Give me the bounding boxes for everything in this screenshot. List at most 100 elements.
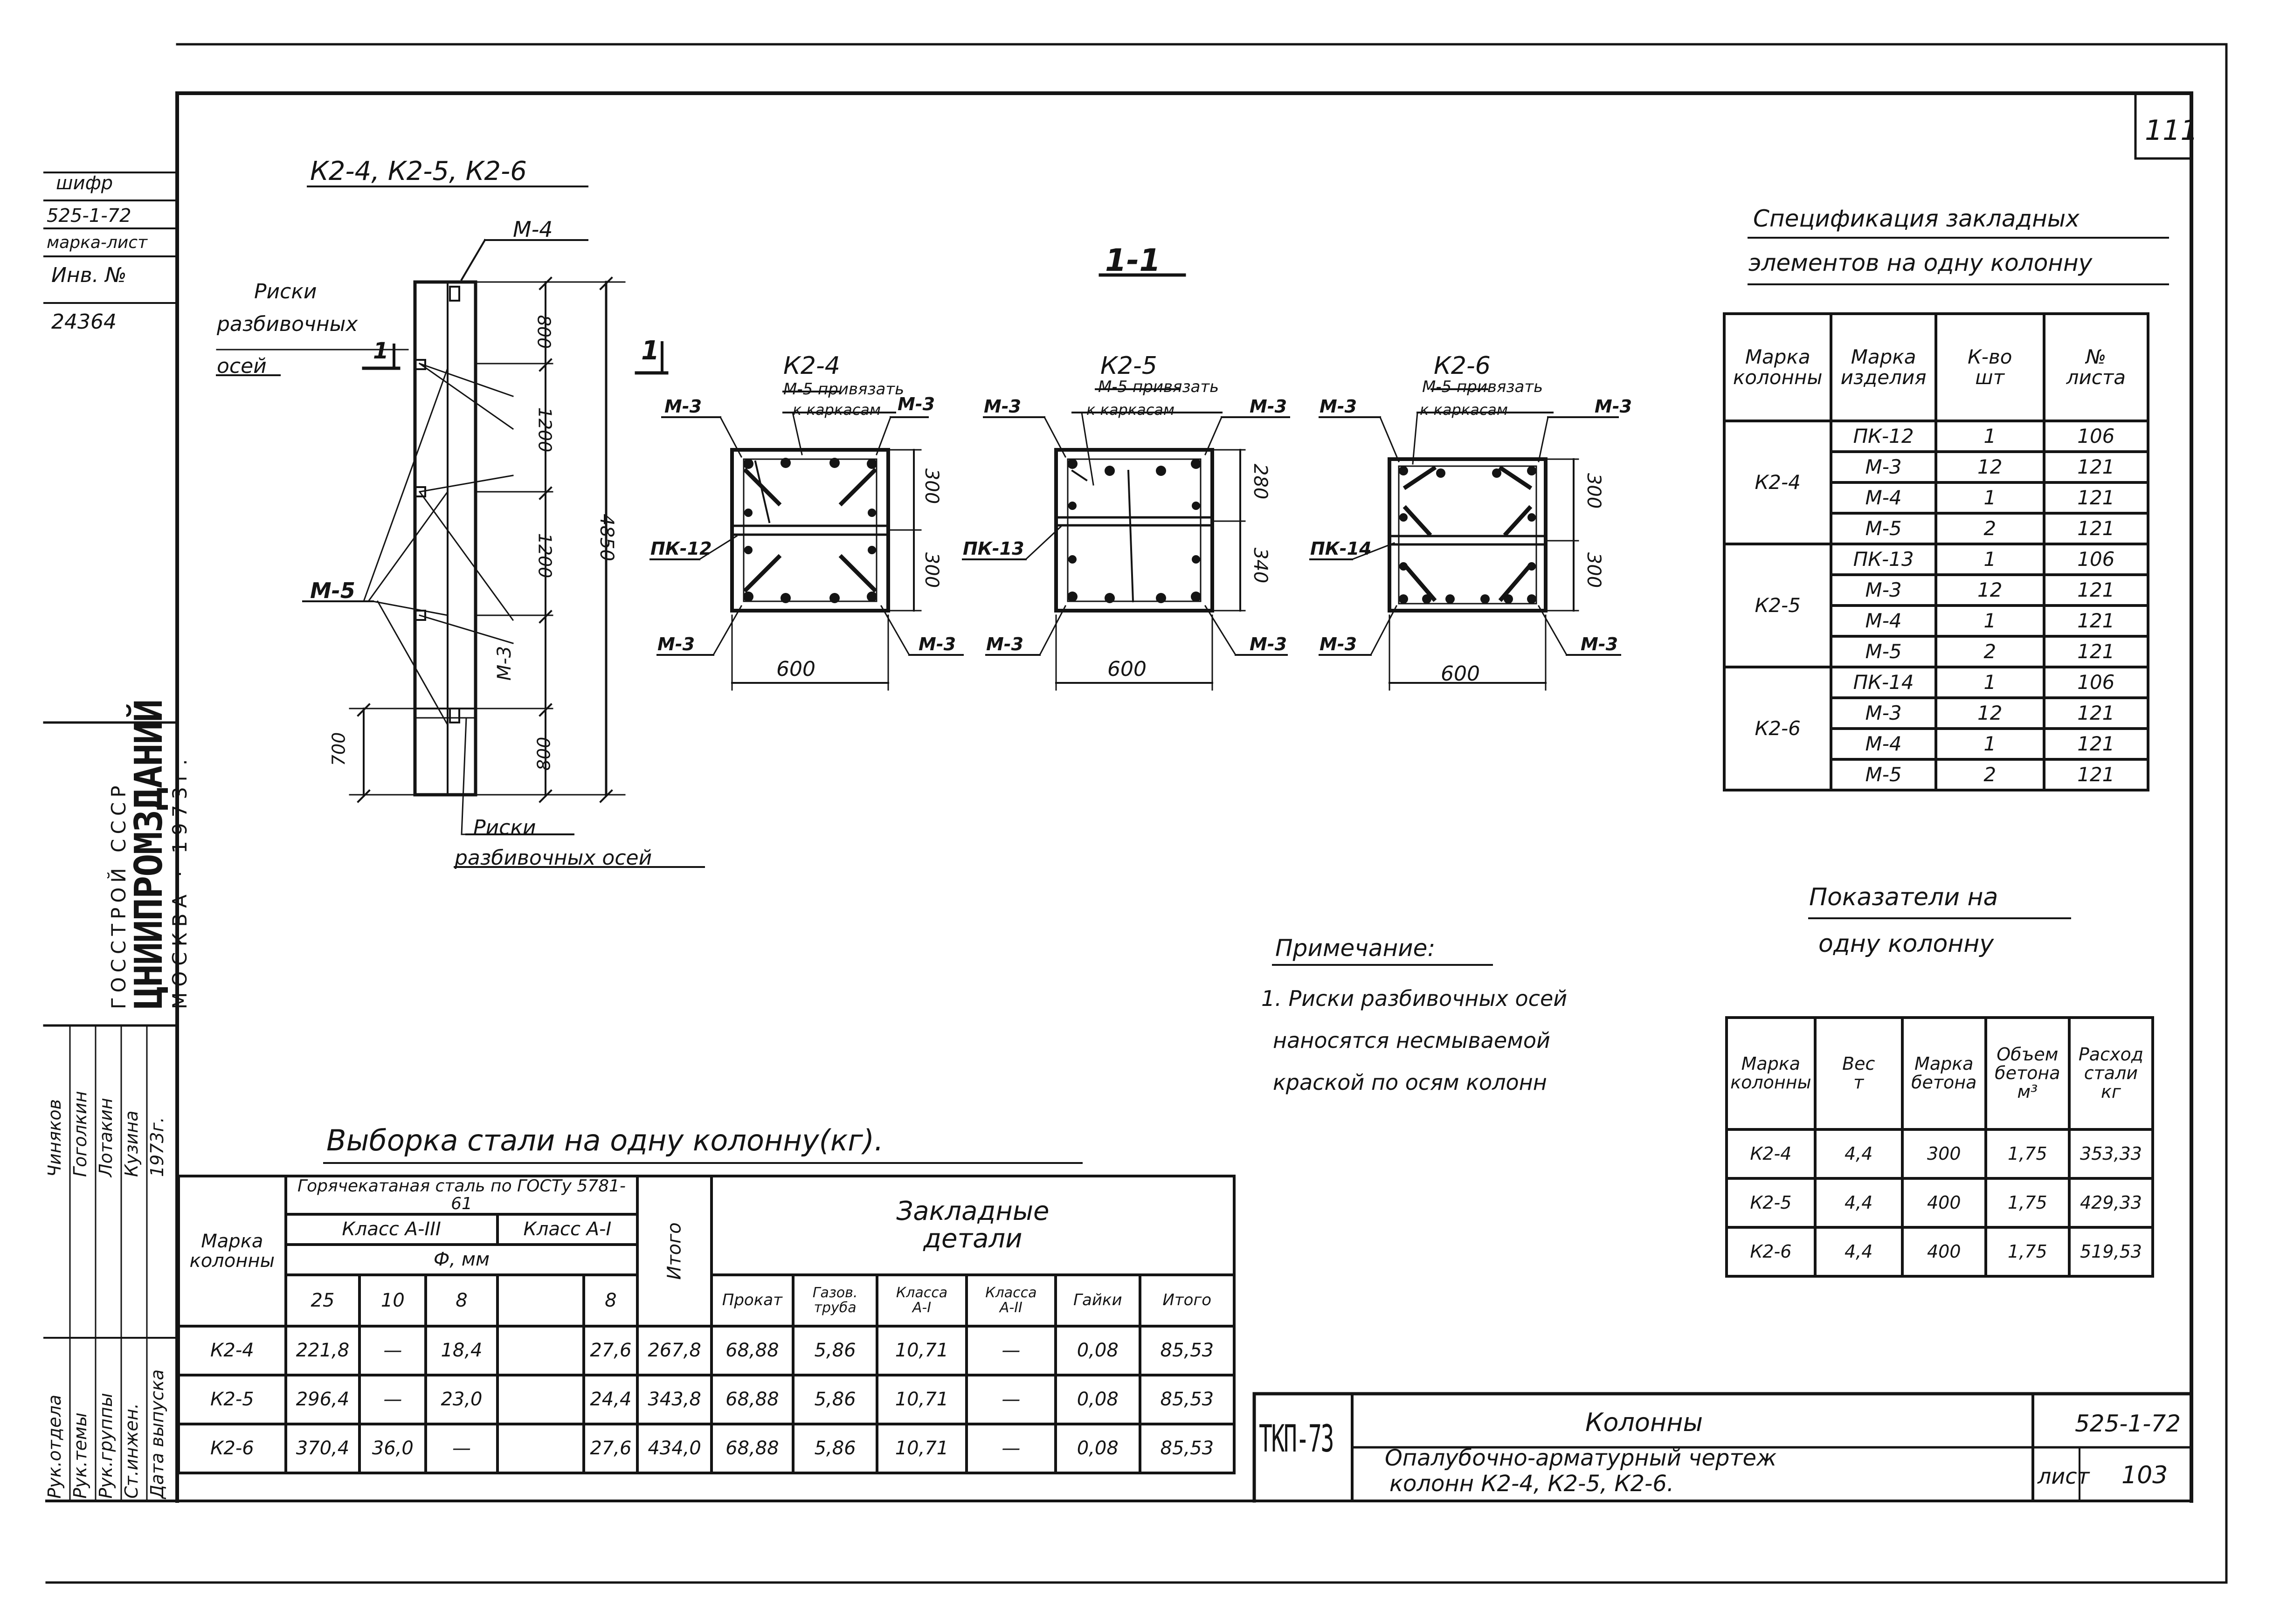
sec2-m3-tl: М-3 <box>984 396 1022 417</box>
steel-hot-header: Горячекатаная сталь по ГОСТу 5781-61 <box>284 1175 639 1216</box>
section-title: 1-1 <box>1105 242 1161 278</box>
note-title: Примечание: <box>1275 935 1436 962</box>
sec1-note2: к каркасам <box>793 401 881 419</box>
sec1-m3-tl: М-3 <box>664 396 702 417</box>
risk-top-3: осей <box>217 354 267 378</box>
spec-mark: К2-5 <box>1722 543 1833 668</box>
sec3-dim-h1: 300 <box>1583 473 1605 509</box>
label-m4: М-4 <box>513 217 553 242</box>
steel-total-header: Итого <box>636 1175 713 1328</box>
sec3-m3-tl: М-3 <box>1320 396 1357 417</box>
steel-a1-header: Класс А-I <box>496 1212 639 1246</box>
sec3-dim-w: 600 <box>1441 662 1480 686</box>
emb-sub: Гайки <box>1054 1273 1141 1328</box>
sec1-pk: ПК-12 <box>650 538 712 559</box>
dim-1200-a: 1200 <box>534 407 555 453</box>
stamp-series: 525-1-72 <box>47 205 131 227</box>
sign-block: Рук.отдела Рук.темы Рук.группы Ст.инжен.… <box>44 1023 177 1499</box>
sheet-number: 111 <box>2145 114 2198 147</box>
note-line: 1. Риски разбивочных осей <box>1261 986 1568 1011</box>
sec2-dim-h1: 280 <box>1250 463 1271 500</box>
emb-sub: Газов.труба <box>791 1273 879 1328</box>
sign-name: 1973г. <box>147 1117 167 1177</box>
sec3-m3-bl: М-3 <box>1320 634 1357 654</box>
sec1-m3-br: М-3 <box>919 634 956 654</box>
risk-bottom-2: разбивочных осей <box>455 846 652 870</box>
steel-phi-header: Ф, мм <box>284 1243 639 1276</box>
sign-role: Дата выпуска <box>147 1369 167 1499</box>
sec2-note1: М-5 привязать <box>1098 378 1219 396</box>
elevation-title: К2-4, К2-5, К2-6 <box>310 156 527 186</box>
sec1-title: К2-4 <box>783 352 840 380</box>
stamp-mark-sheet: марка-лист <box>47 233 148 252</box>
sec3-m3-tr: М-3 <box>1595 396 1632 417</box>
sec1-m3-bl: М-3 <box>657 634 695 654</box>
emb-sub: Итого <box>1138 1273 1236 1328</box>
sec2-m3-tr: М-3 <box>1250 396 1287 417</box>
sec1-dim-h2: 300 <box>921 552 943 588</box>
sec3-note1: М-5 привязать <box>1422 378 1543 396</box>
risk-bottom-1: Риски <box>473 816 536 840</box>
sign-role: Рук.группы <box>96 1393 116 1499</box>
steel-title: Выборка стали на одну колонну(кг). <box>326 1123 884 1157</box>
spec-title-1: Спецификация закладных <box>1753 205 2080 232</box>
sec2-dim-h2: 340 <box>1250 547 1271 584</box>
sec3-m3-br: М-3 <box>1581 634 1618 654</box>
sec2-dim-w: 600 <box>1107 657 1147 681</box>
dim-1200-b: 1200 <box>534 533 555 578</box>
indicators-title-1: Показатели на <box>1809 883 1998 911</box>
sign-name: Гоголкин <box>70 1091 90 1177</box>
stamp-cipher-label: шифр <box>56 172 113 194</box>
sec1-dim-w: 600 <box>776 657 815 681</box>
spec-title-2: элементов на одну колонну <box>1748 249 2093 276</box>
indicators-title-2: одну колонну <box>1818 930 1994 958</box>
label-m3-elevation: М-3 <box>494 646 516 681</box>
sec2-pk: ПК-13 <box>963 538 1024 559</box>
sec2-note2: к каркасам <box>1086 401 1175 419</box>
note-line: краской по осям колонн <box>1273 1070 1547 1095</box>
org-name: ЦНИИПРОМЗДАНИЙ <box>127 700 171 1009</box>
sign-name: Лотакин <box>96 1098 116 1177</box>
dim-700: 700 <box>328 732 349 766</box>
title-sheet-label: лист <box>2038 1464 2090 1489</box>
section-mark: 1 <box>641 336 659 366</box>
section-mark-elevation: 1 <box>373 338 389 364</box>
title-code: 525-1-72 <box>2075 1410 2181 1437</box>
org-city-year: МОСКВА · 1973г. <box>168 753 191 1009</box>
sec3-note2: к каркасам <box>1420 401 1508 419</box>
sign-name: Кузина <box>121 1110 142 1177</box>
sec2-m3-bl: М-3 <box>986 634 1024 654</box>
dim-800-top: 800 <box>533 315 554 349</box>
spec-mark: К2-4 <box>1722 420 1833 545</box>
sec2-m3-br: М-3 <box>1250 634 1287 654</box>
dim-4850: 4850 <box>595 514 617 561</box>
note-line: наносятся несмываемой <box>1273 1028 1550 1053</box>
stamp-inv-label: Инв. № <box>51 263 127 287</box>
spec-mark: К2-6 <box>1722 666 1833 791</box>
sec2-title: К2-5 <box>1100 352 1157 380</box>
emb-sub: Прокат <box>710 1273 795 1328</box>
stamp-inv-number: 24364 <box>51 310 117 334</box>
